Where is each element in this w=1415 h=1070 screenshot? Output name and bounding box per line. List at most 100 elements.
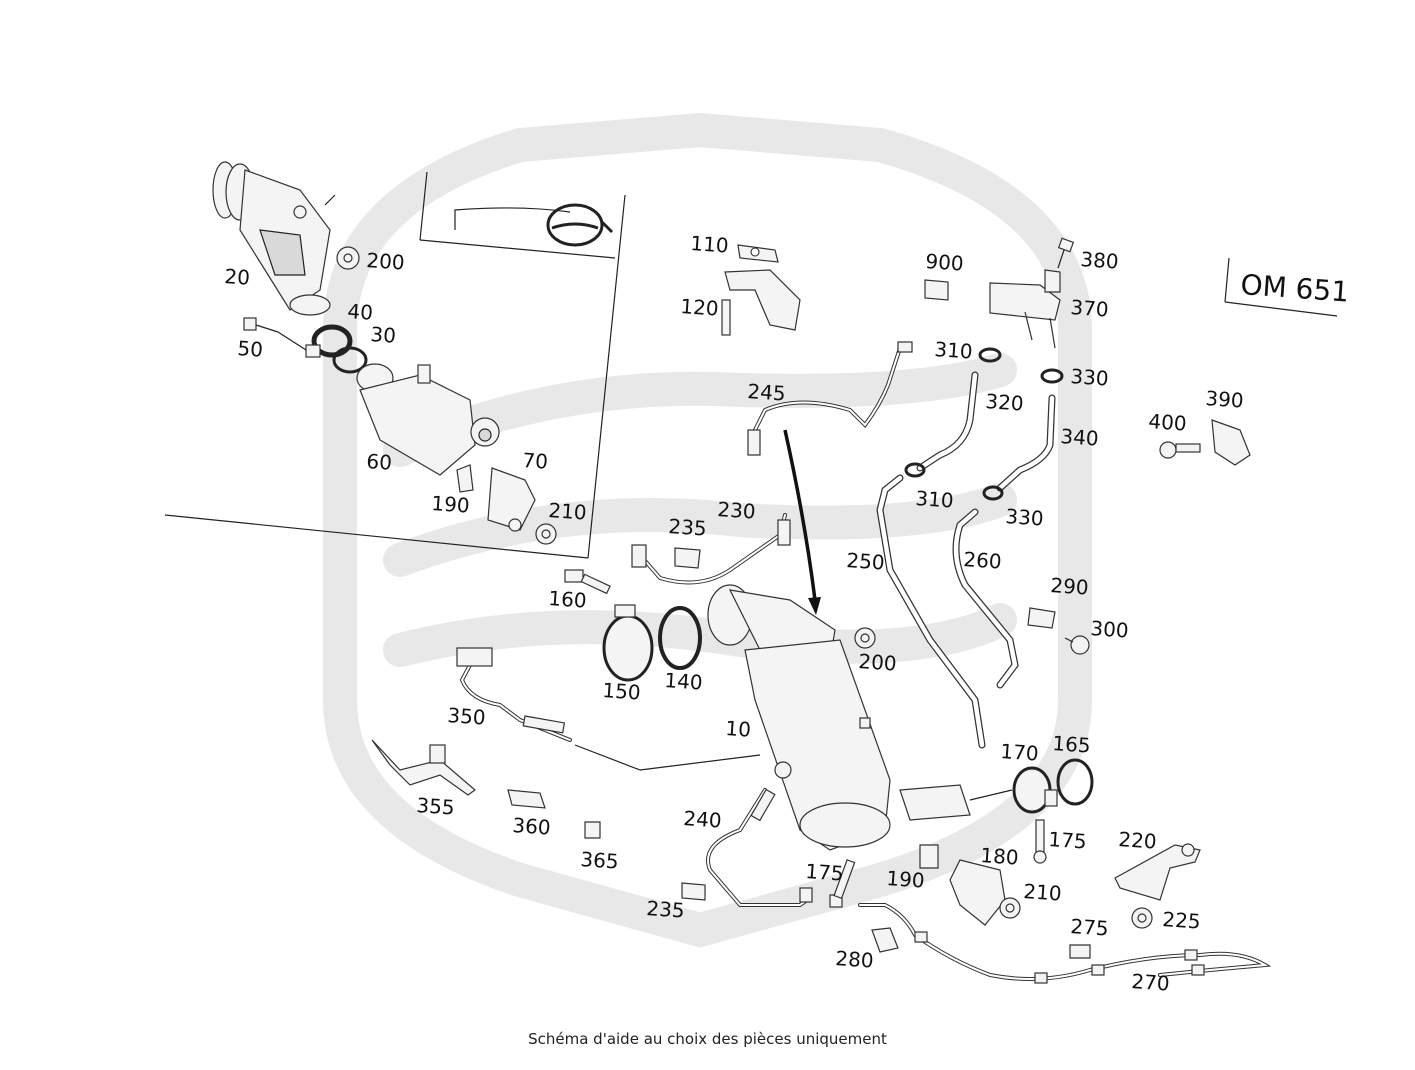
part-250-pipe (876, 474, 986, 749)
part-110-gasket (737, 244, 779, 263)
part-235-connector-b (681, 882, 706, 901)
assembly-arrow (783, 429, 821, 615)
label-70: 70 (522, 448, 549, 474)
label-280: 280 (835, 946, 875, 973)
label-300: 300 (1090, 616, 1130, 643)
engine-code: OM 651 (1240, 268, 1351, 308)
label-230: 230 (717, 497, 757, 524)
label-350: 350 (447, 703, 487, 730)
label-310: 310 (934, 337, 974, 364)
label-160: 160 (548, 586, 588, 613)
label-330: 330 (1005, 504, 1045, 531)
part-330-clip (982, 368, 1064, 501)
part-190-clip (456, 464, 474, 493)
part-230-sensor (631, 513, 791, 585)
label-190: 190 (886, 866, 926, 893)
label-240: 240 (683, 806, 723, 833)
label-60: 60 (366, 449, 393, 475)
part-290-bracket (1027, 607, 1056, 629)
label-225: 225 (1162, 907, 1202, 934)
label-245: 245 (747, 379, 787, 406)
label-180: 180 (980, 843, 1020, 870)
label-390: 390 (1205, 386, 1245, 413)
label-220: 220 (1118, 827, 1158, 854)
label-900: 900 (925, 249, 965, 276)
part-180-bracket (949, 859, 1006, 926)
label-330: 330 (1070, 364, 1110, 391)
part-390-bracket (1211, 419, 1251, 466)
part-365-clip (584, 821, 601, 839)
part-260-pipe (952, 508, 1019, 689)
part-235-connector (674, 547, 701, 569)
part-370-sensor (989, 269, 1061, 349)
label-200: 200 (858, 649, 898, 676)
label-30: 30 (370, 322, 397, 348)
part-350-sensor (456, 647, 572, 742)
label-380: 380 (1080, 247, 1120, 274)
part-900-plug (924, 279, 949, 301)
label-370: 370 (1070, 295, 1110, 322)
engine-code-box: OM 651 (1224, 257, 1351, 317)
leader-line-170 (969, 789, 1013, 801)
part-60-filter (356, 363, 500, 476)
part-280-connector (871, 927, 899, 953)
part-355-bracket (371, 739, 476, 796)
part-165-ring (1056, 758, 1094, 806)
label-250: 250 (846, 548, 886, 575)
label-210: 210 (548, 498, 588, 525)
part-240-sensor (706, 788, 813, 907)
diagram-caption: Schéma d'aide au choix des pièces unique… (528, 1030, 887, 1048)
label-400: 400 (1148, 409, 1188, 436)
part-50-bolt (243, 317, 307, 351)
part-210-nut (535, 523, 557, 545)
label-20: 20 (224, 264, 251, 290)
exhaust-pipe-section (724, 269, 801, 331)
label-165: 165 (1052, 731, 1092, 758)
label-355: 355 (416, 793, 456, 820)
label-170: 170 (1000, 739, 1040, 766)
label-120: 120 (680, 294, 720, 321)
label-175: 175 (1048, 827, 1088, 854)
part-30-seal (332, 346, 368, 374)
part-340-hose (996, 394, 1056, 492)
part-310-clip (904, 347, 1002, 478)
label-110: 110 (690, 231, 730, 258)
part-380-screw (1057, 237, 1075, 269)
leader-line-350 (574, 744, 761, 771)
part-275-clip (1069, 944, 1091, 959)
part-160-bolt (564, 569, 611, 595)
part-40-clamp (305, 324, 353, 358)
part-190-clip-b (919, 844, 939, 869)
label-260: 260 (963, 547, 1003, 574)
part-20-catalyst (212, 161, 336, 316)
part-150-clamp (602, 604, 654, 682)
label-270: 270 (1131, 969, 1171, 996)
watermark-logo (323, 112, 1092, 948)
part-210-nut-b (999, 897, 1021, 919)
label-310: 310 (915, 486, 955, 513)
label-235: 235 (646, 896, 686, 923)
label-40: 40 (347, 299, 374, 325)
part-70-bracket (487, 467, 536, 532)
part-300-screw (1064, 635, 1090, 655)
part-270-harness (858, 903, 1272, 984)
label-290: 290 (1050, 573, 1090, 600)
part-labels: 20 200 40 30 50 60 70 190 210 110 120 24… (224, 231, 1245, 996)
label-140: 140 (664, 668, 704, 695)
part-220-bracket (1114, 843, 1201, 901)
part-175-bolt-a (829, 859, 856, 908)
label-10: 10 (725, 716, 752, 742)
part-120-stud (721, 299, 731, 336)
label-275: 275 (1070, 914, 1110, 941)
label-210: 210 (1023, 879, 1063, 906)
part-360-holder (507, 789, 546, 809)
label-235: 235 (668, 514, 708, 541)
part-140-ring (658, 606, 702, 670)
part-200-nut (336, 246, 360, 270)
part-10-dpf (707, 584, 971, 851)
part-170-clamp (1012, 766, 1058, 814)
part-175-bolt-b (1033, 819, 1047, 864)
label-340: 340 (1060, 424, 1100, 451)
label-150: 150 (602, 678, 642, 705)
label-365: 365 (580, 847, 620, 874)
